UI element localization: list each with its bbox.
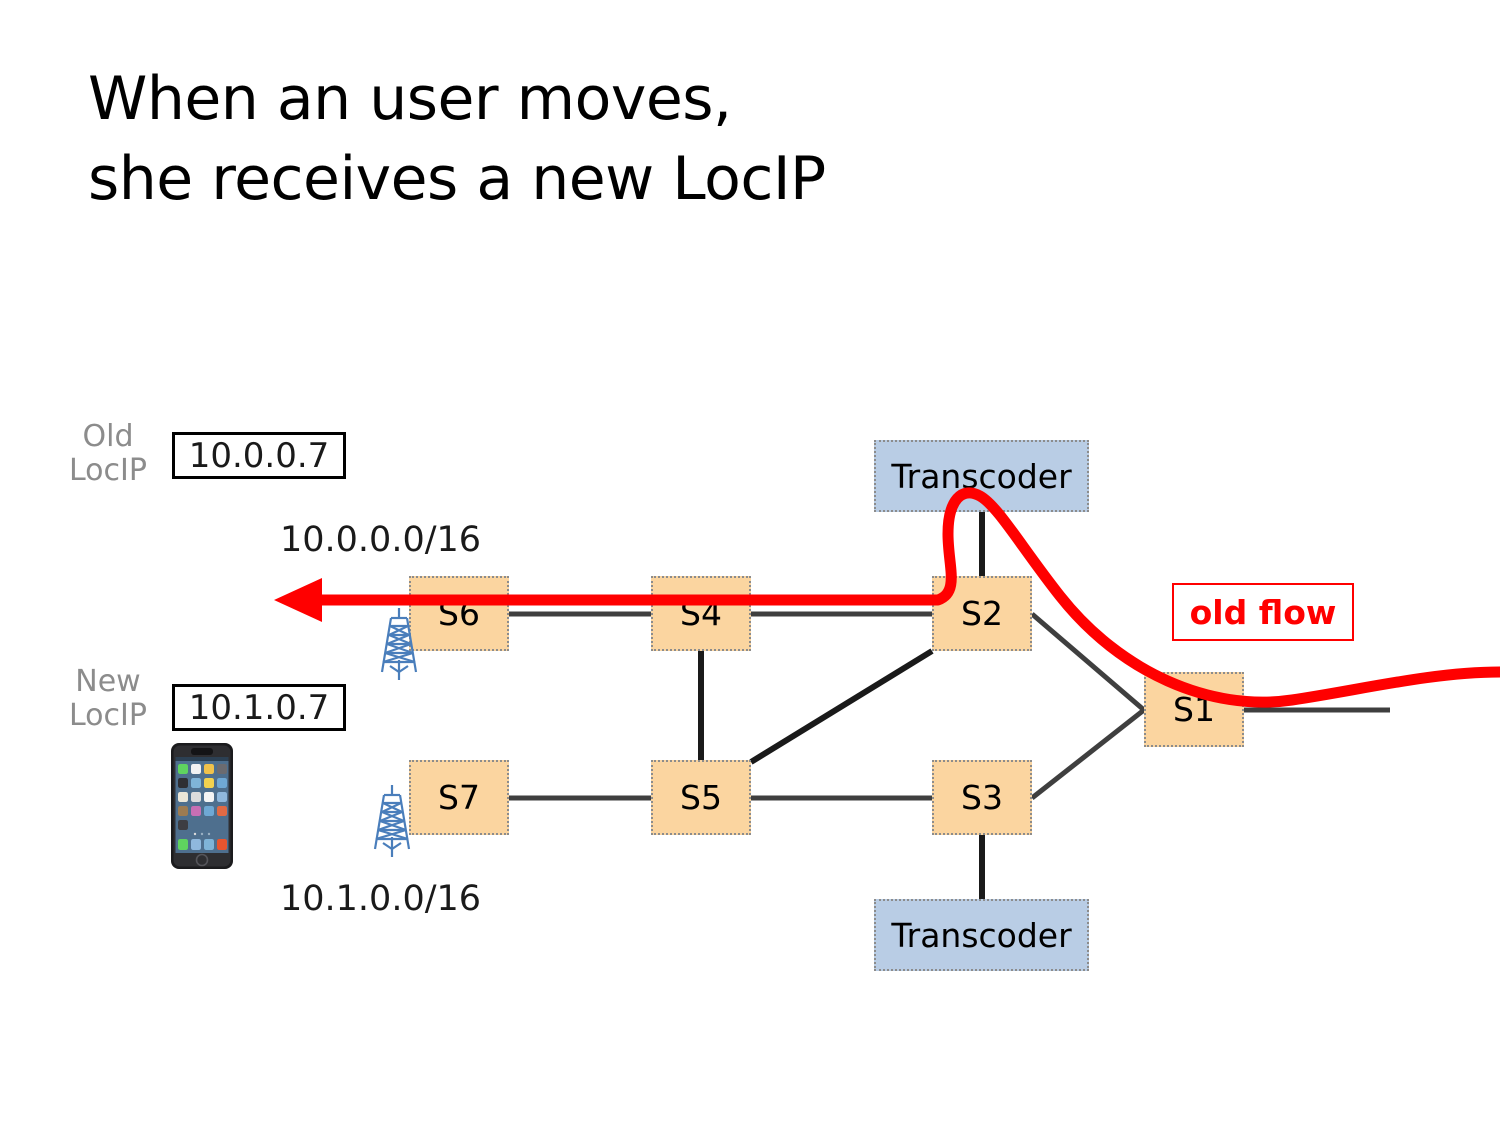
new-locip-value-box[interactable]: 10.1.0.7 — [172, 684, 346, 731]
user-phone-icon — [171, 743, 233, 869]
node-label: S1 — [1173, 690, 1215, 729]
node-s7[interactable]: S7 — [409, 760, 509, 835]
old-locip-caption: Old LocIP — [69, 419, 147, 488]
node-s3[interactable]: S3 — [932, 760, 1032, 835]
node-label: Transcoder — [891, 915, 1072, 955]
node-label: S5 — [680, 778, 722, 817]
node-label: S3 — [961, 778, 1003, 817]
node-transcoder-top[interactable]: Transcoder — [874, 440, 1089, 512]
node-transcoder-bottom[interactable]: Transcoder — [874, 899, 1089, 971]
cell-tower-icon-old — [380, 608, 418, 680]
new-locip-value: 10.1.0.7 — [188, 687, 330, 728]
node-label: Transcoder — [891, 456, 1072, 496]
node-label: S7 — [438, 778, 480, 817]
legend-old-flow[interactable]: old flow — [1172, 583, 1354, 641]
node-s5[interactable]: S5 — [651, 760, 751, 835]
old-locip-value: 10.0.0.7 — [188, 435, 330, 476]
node-s6[interactable]: S6 — [409, 576, 509, 651]
new-subnet-label: 10.1.0.0/16 — [280, 879, 482, 919]
node-label: S6 — [438, 594, 480, 633]
node-label: S4 — [680, 594, 722, 633]
new-locip-caption: New LocIP — [69, 664, 147, 733]
node-s1[interactable]: S1 — [1144, 672, 1244, 747]
cell-tower-icon-new — [373, 785, 411, 857]
node-s4[interactable]: S4 — [651, 576, 751, 651]
page-title: When an user moves, she receives a new L… — [88, 64, 826, 214]
old-locip-value-box[interactable]: 10.0.0.7 — [172, 432, 346, 479]
link-s3-s1 — [1030, 708, 1146, 800]
old-subnet-label: 10.0.0.0/16 — [280, 520, 482, 560]
link-s5-s2 — [749, 648, 934, 765]
legend-old-flow-label: old flow — [1189, 592, 1337, 632]
old-flow-arrowhead — [274, 578, 322, 622]
node-label: S2 — [961, 594, 1003, 633]
node-s2[interactable]: S2 — [932, 576, 1032, 651]
link-s2-s1 — [1030, 612, 1146, 712]
